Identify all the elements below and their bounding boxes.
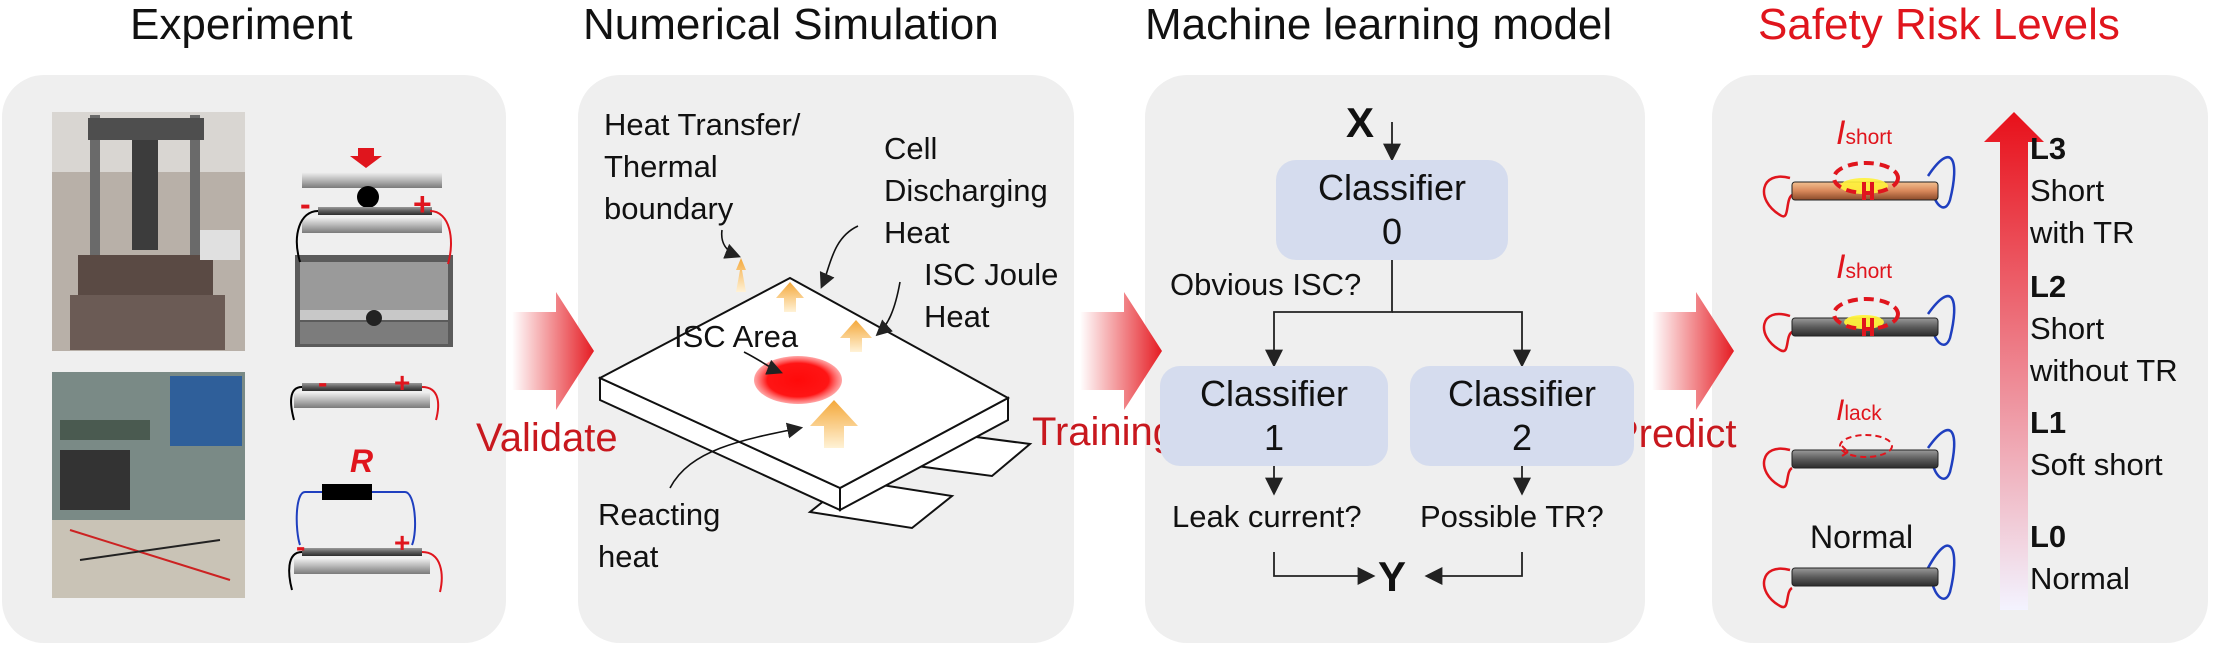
level-l3-code: L3 — [2030, 131, 2067, 166]
classifier-1-name: Classifier — [1199, 373, 1349, 414]
schematic-indenter — [295, 148, 452, 265]
cell-label-l1: Ilack — [1836, 394, 1882, 427]
classifier-0-name: Classifier — [1317, 167, 1467, 208]
label-isc-joule-2: Heat — [924, 299, 990, 334]
schematic-resistor-circuit — [288, 484, 443, 593]
level-l0: L0 Normal — [2030, 516, 2130, 600]
label-minus-2: - — [318, 367, 328, 398]
level-l2-line-1: Short — [2030, 311, 2105, 346]
level-l3-line-1: Short — [2030, 173, 2105, 208]
label-minus-3: - — [296, 531, 306, 562]
label-reacting-1: Reacting — [598, 497, 721, 532]
label-plus-2: + — [394, 367, 411, 398]
level-l3: L3 Short with TR — [2030, 128, 2135, 254]
label-reacting-2: heat — [598, 539, 659, 574]
classifier-0-index: 0 — [1381, 211, 1403, 252]
level-l1-line-1: Soft short — [2030, 447, 2163, 482]
cell-label-l2: Ishort — [1836, 248, 1893, 286]
title-experiment: Experiment — [130, 0, 353, 49]
cell-label-l3: Ishort — [1836, 114, 1893, 152]
classifier-0: Classifier 0 — [1276, 160, 1508, 260]
label-cell-discharging-2: Discharging — [884, 173, 1048, 208]
label-minus-1: - — [300, 186, 311, 222]
risk-level-arrow — [1984, 112, 2044, 610]
label-resistor: R — [350, 443, 374, 479]
heat-arrow-reacting — [810, 400, 858, 448]
label-cell-discharging-1: Cell — [884, 131, 938, 166]
label-plus-1: + — [413, 186, 432, 222]
label-heat-transfer-3: boundary — [604, 191, 734, 226]
heat-arrow-discharging — [776, 282, 804, 312]
label-isc-area: ISC Area — [674, 319, 799, 354]
battery-cell-3d — [597, 276, 1033, 530]
classifier-1: Classifier 1 — [1160, 366, 1388, 466]
heat-arrow-joule — [840, 320, 872, 352]
label-validate: Validate — [476, 416, 618, 460]
level-l2: L2 Short without TR — [2030, 266, 2178, 392]
classifier-2-index: 2 — [1511, 417, 1533, 458]
classifier-2: Classifier 2 — [1410, 366, 1634, 466]
ml-question-1: Leak current? — [1172, 499, 1362, 534]
level-l3-line-2: with TR — [2030, 215, 2135, 250]
level-l1: L1 Soft short — [2030, 402, 2163, 486]
label-isc-joule-1: ISC Joule — [924, 257, 1059, 292]
ml-question-0: Obvious ISC? — [1170, 267, 1362, 302]
ml-question-2: Possible TR? — [1420, 499, 1604, 534]
cell-l1 — [1762, 428, 1956, 489]
arrow-validate — [512, 292, 594, 410]
level-l2-line-2: without TR — [2030, 353, 2178, 388]
level-l0-code: L0 — [2030, 519, 2067, 554]
photo-testing-machine — [52, 112, 245, 351]
panel-safety — [1712, 75, 2208, 643]
ml-input-x: X — [1346, 99, 1375, 146]
label-heat-transfer-1: Heat Transfer/ — [604, 107, 801, 142]
cell-label-l0: Normal — [1810, 519, 1914, 555]
level-l1-code: L1 — [2030, 405, 2067, 440]
title-ml: Machine learning model — [1145, 0, 1613, 49]
photo-experiment-bench — [52, 372, 245, 598]
label-cell-discharging-3: Heat — [884, 215, 950, 250]
label-training: Training — [1032, 410, 1176, 454]
title-safety: Safety Risk Levels — [1758, 0, 2120, 49]
label-plus-3: + — [394, 527, 411, 558]
cell-l2 — [1762, 294, 1956, 353]
label-heat-transfer-2: Thermal — [604, 149, 718, 184]
arrow-predict — [1652, 292, 1734, 410]
ml-flow-lines — [1265, 122, 1531, 585]
level-l2-code: L2 — [2030, 269, 2067, 304]
heat-arrow-boundary — [736, 258, 746, 292]
cell-l0 — [1762, 544, 1956, 609]
level-l0-line-1: Normal — [2030, 561, 2130, 596]
photo-press-closeup — [295, 255, 453, 347]
classifier-1-index: 1 — [1263, 417, 1285, 458]
arrow-training — [1080, 292, 1162, 410]
classifier-2-name: Classifier — [1447, 373, 1597, 414]
cell-l3 — [1762, 156, 1956, 218]
ml-output-y: Y — [1378, 553, 1407, 600]
title-simulation: Numerical Simulation — [583, 0, 999, 49]
schematic-cell — [290, 383, 440, 421]
